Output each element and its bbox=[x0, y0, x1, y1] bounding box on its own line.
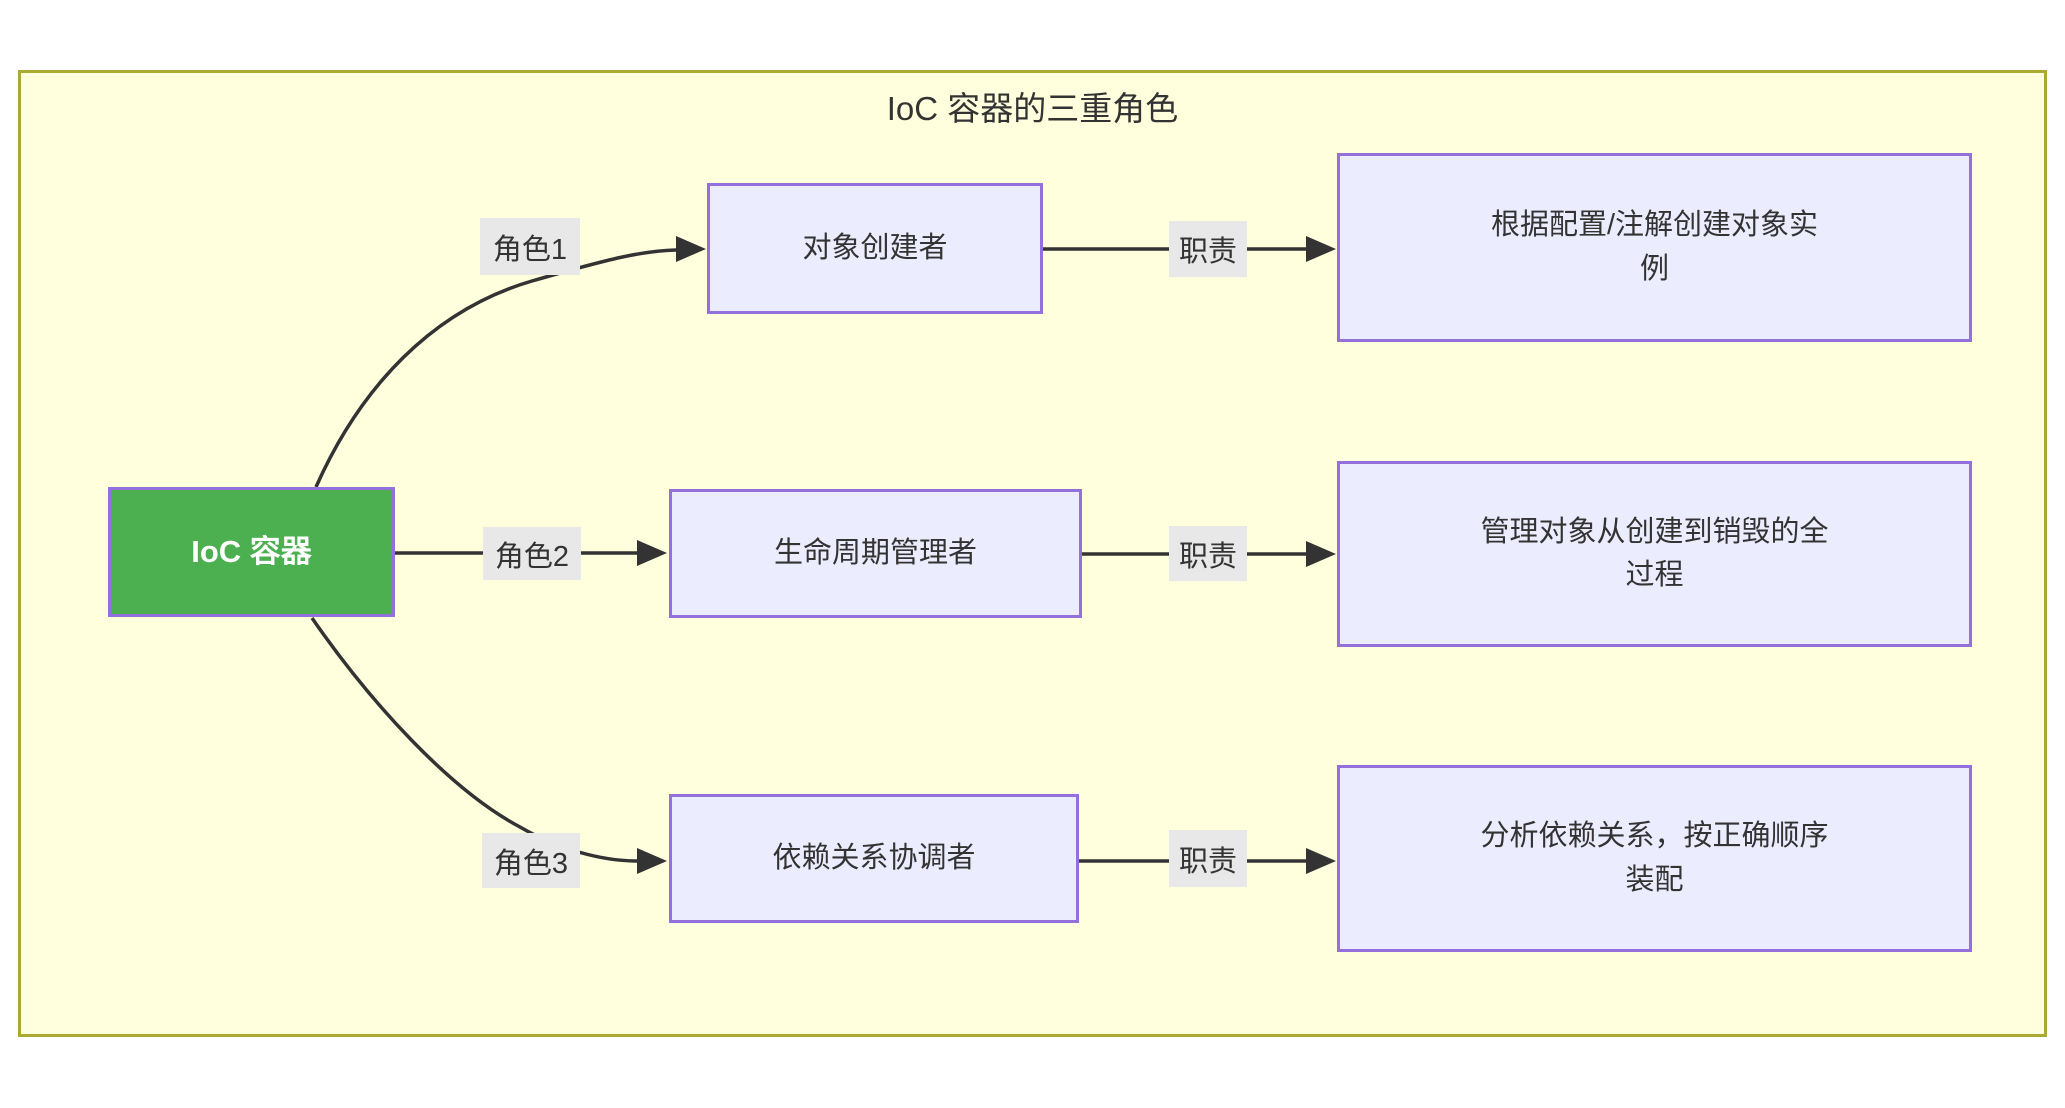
duty-text-line: 管理对象从创建到销毁的全 bbox=[1480, 515, 1829, 548]
duty-text-line: 例 bbox=[1639, 252, 1669, 285]
edge-label-duty-1: 职责 bbox=[1169, 221, 1247, 277]
arrowhead-duty-1-icon bbox=[1306, 236, 1336, 262]
node-object-creator-label: 对象创建者 bbox=[802, 231, 948, 264]
edge-role-1 bbox=[314, 248, 677, 488]
node-duty-create-instances: 根据配置/注解创建对象实 例 bbox=[1337, 153, 1972, 342]
diagram-title: IoC 容器的三重角色 bbox=[886, 90, 1179, 127]
node-object-creator: 对象创建者 bbox=[707, 183, 1043, 314]
node-duty-assemble-dependencies: 分析依赖关系，按正确顺序 装配 bbox=[1337, 765, 1972, 952]
arrowhead-role-1-icon bbox=[676, 236, 706, 262]
node-ioc-container-label: IoC 容器 bbox=[191, 533, 312, 569]
node-dependency-coordinator: 依赖关系协调者 bbox=[669, 794, 1079, 923]
duty-text-line: 过程 bbox=[1625, 559, 1684, 591]
edge-label-duty-2: 职责 bbox=[1169, 526, 1247, 581]
duty-text-line: 分析依赖关系，按正确顺序 bbox=[1480, 820, 1829, 852]
edge-label-role-2: 角色2 bbox=[483, 527, 581, 580]
arrowhead-role-3-icon bbox=[637, 848, 667, 874]
arrowhead-duty-2-icon bbox=[1306, 541, 1336, 567]
edge-label-role-3: 角色3 bbox=[482, 833, 580, 888]
edge-label-duty-3: 职责 bbox=[1169, 830, 1247, 887]
duty-text-line: 根据配置/注解创建对象实 bbox=[1490, 209, 1819, 241]
edge-label-role-1: 角色1 bbox=[480, 218, 580, 275]
duty-text-line: 装配 bbox=[1625, 863, 1684, 896]
edge-role-3 bbox=[310, 617, 638, 863]
node-duty-manage-lifecycle: 管理对象从创建到销毁的全 过程 bbox=[1337, 461, 1972, 647]
arrowhead-duty-3-icon bbox=[1306, 848, 1336, 874]
node-lifecycle-manager: 生命周期管理者 bbox=[669, 489, 1082, 618]
node-dependency-coordinator-label: 依赖关系协调者 bbox=[772, 841, 976, 874]
node-ioc-container: IoC 容器 bbox=[108, 487, 395, 617]
arrowhead-role-2-icon bbox=[637, 540, 667, 566]
node-lifecycle-manager-label: 生命周期管理者 bbox=[773, 536, 977, 569]
